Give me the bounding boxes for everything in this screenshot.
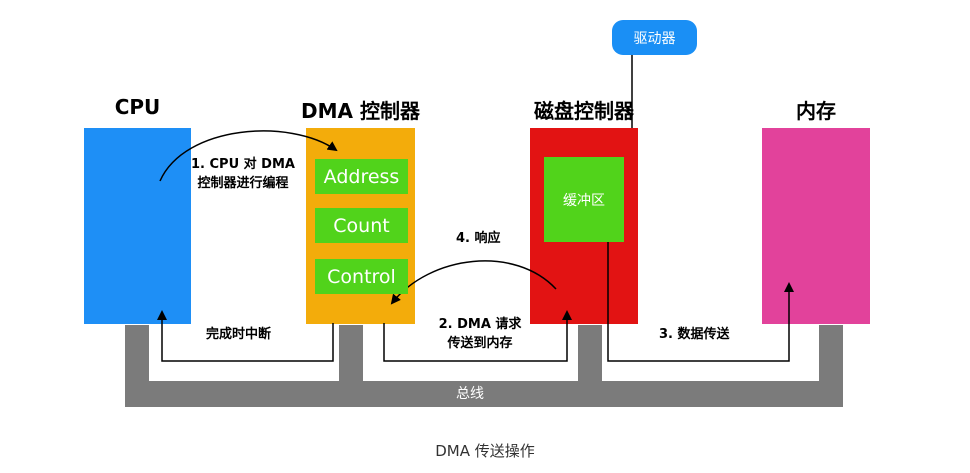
figure-caption: DMA 传送操作 <box>435 442 535 460</box>
bus-stub-disk <box>578 325 602 383</box>
arrow-interrupt <box>157 310 334 362</box>
memory-block <box>762 128 870 324</box>
bus-bar <box>125 381 843 407</box>
cpu-block <box>84 128 191 324</box>
memory-title: 内存 <box>796 99 836 123</box>
bus-stub-cpu <box>125 325 149 383</box>
interrupt-label: 完成时中断 <box>206 327 272 342</box>
step3-label: 3. 数据传送 <box>659 327 730 342</box>
dma-controller-title: DMA 控制器 <box>301 99 420 123</box>
step2-label-line1: 2. DMA 请求 <box>438 317 522 332</box>
bus-label: 总线 <box>456 386 484 402</box>
driver-box: 驱动器 <box>612 20 697 55</box>
cpu-title: CPU <box>114 95 161 119</box>
arrow-step1 <box>159 130 338 182</box>
disk-controller-title: 磁盘控制器 <box>534 99 634 123</box>
bus-stub-memory <box>819 325 843 383</box>
disk-buffer: 缓冲区 <box>544 157 624 242</box>
step2-label-line2: 传送到内存 <box>447 336 513 351</box>
step4-label: 4. 响应 <box>456 231 501 246</box>
dma-register-address: Address <box>315 159 408 194</box>
dma-register-control: Control <box>315 259 408 294</box>
arrow-step2 <box>383 310 572 362</box>
bus-stub-dma <box>339 325 363 383</box>
arrow-step3 <box>607 241 794 362</box>
dma-register-count: Count <box>315 208 408 243</box>
step1-label-line2: 控制器进行编程 <box>197 176 289 191</box>
step1-label-line1: 1. CPU 对 DMA <box>191 157 295 172</box>
